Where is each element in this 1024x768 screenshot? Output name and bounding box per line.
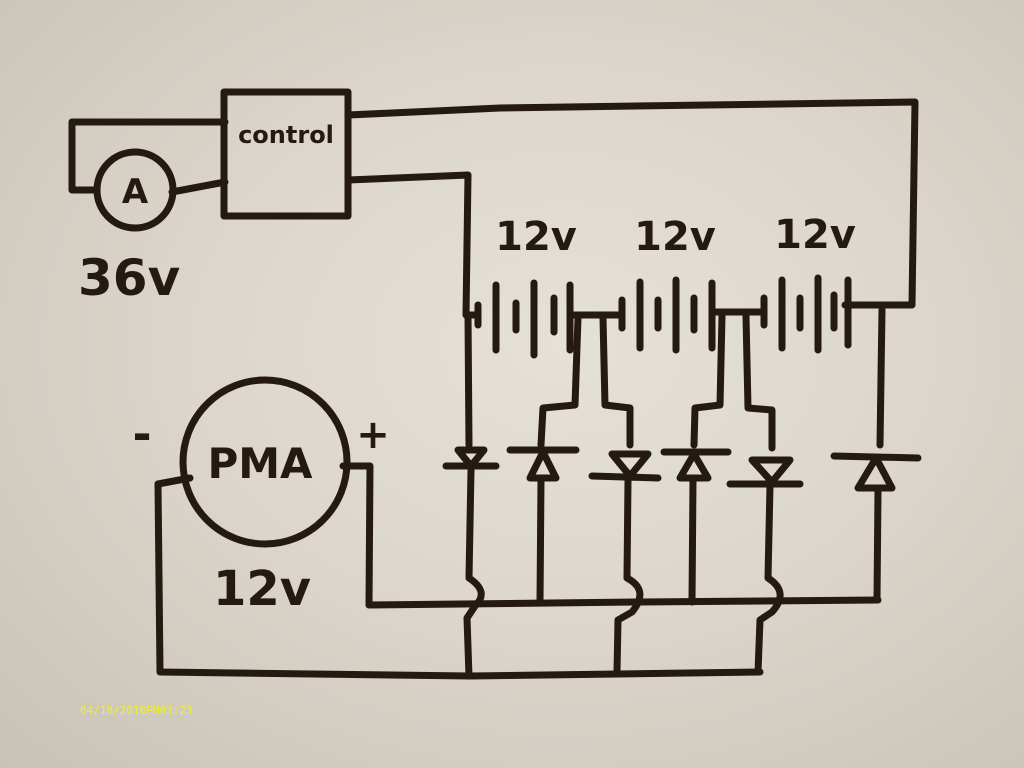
controller: control xyxy=(220,88,352,220)
wire-diode-5-down xyxy=(754,482,784,676)
pma-minus-label: - xyxy=(132,407,151,461)
pma: PMA 12v - + xyxy=(132,376,390,617)
pma-label: PMA xyxy=(207,439,313,488)
pma-circle xyxy=(179,376,351,548)
diode-4 xyxy=(660,448,732,482)
controller-label: control xyxy=(238,121,334,149)
battery-2-voltage-label: 12v xyxy=(634,214,716,260)
wire-ammeter-right xyxy=(168,178,229,196)
wire-pma-negative xyxy=(154,474,764,680)
wire-tap-2-left xyxy=(690,312,726,449)
diode-6 xyxy=(830,452,922,492)
controller-box xyxy=(220,88,352,220)
battery-3-voltage-label: 12v xyxy=(774,212,856,258)
wire-diode-6-down xyxy=(873,486,882,604)
ammeter-voltage-label: 36v xyxy=(78,249,180,307)
wire-diode-3-down xyxy=(613,476,644,676)
wire-diode-1-down xyxy=(463,466,485,680)
wire-tap-3-right xyxy=(876,306,886,449)
diode-5 xyxy=(726,456,804,488)
wire-controller-positive xyxy=(344,98,919,309)
wire-tap-2-right xyxy=(742,312,776,452)
battery-2: 12v xyxy=(618,214,716,354)
wire-left-rail xyxy=(464,311,473,449)
ammeter: A 36v xyxy=(78,148,180,307)
wire-diode-2-down xyxy=(536,476,545,606)
diode-3 xyxy=(588,450,662,482)
wire-tap-1-right xyxy=(599,314,634,449)
camera-timestamp: 04/18/2010PM03:23 xyxy=(80,704,193,717)
pma-voltage-label: 12v xyxy=(213,561,311,617)
diode-2 xyxy=(506,446,580,482)
pma-plus-label: + xyxy=(356,412,390,458)
ammeter-symbol: A xyxy=(122,172,149,212)
wire-tap-1-left xyxy=(537,314,582,449)
wire-controller-negative xyxy=(344,171,482,319)
wire-diode-4-down xyxy=(688,476,697,606)
wire-pma-positive xyxy=(339,462,882,609)
battery-1-voltage-label: 12v xyxy=(495,214,577,260)
diode-1 xyxy=(442,446,500,470)
battery-1: 12v xyxy=(474,214,577,359)
battery-3: 12v xyxy=(760,212,856,354)
wire-ammeter-top xyxy=(68,118,229,194)
